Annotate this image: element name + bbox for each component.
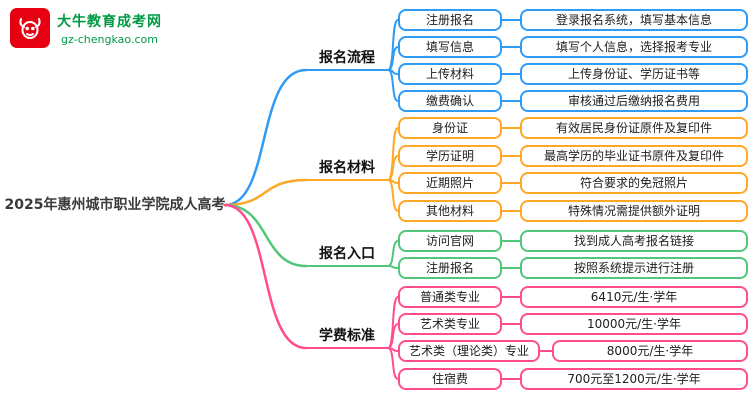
node-other-materials: 其他材料	[398, 200, 502, 222]
detail-art-theory-major-fee: 8000元/生·学年	[552, 340, 748, 362]
detail-register-signup: 登录报名系统，填写基本信息	[520, 9, 748, 31]
detail-visit-official-site: 找到成人高考报名链接	[520, 230, 748, 252]
bull-logo-icon	[10, 8, 50, 48]
node-diploma-proof: 学历证明	[398, 145, 502, 167]
node-id-card: 身份证	[398, 117, 502, 139]
site-logo: 大牛教育成考网 gz-chengkao.com	[10, 8, 162, 48]
detail-accommodation-fee: 700元至1200元/生·学年	[520, 368, 748, 390]
node-art-major: 艺术类专业	[398, 313, 502, 335]
detail-art-major-fee: 10000元/生·学年	[520, 313, 748, 335]
site-url: gz-chengkao.com	[61, 32, 158, 46]
node-accommodation-fee: 住宿费	[398, 368, 502, 390]
root-node: 2025年惠州城市职业学院成人高考	[4, 196, 226, 213]
detail-id-card: 有效居民身份证原件及复印件	[520, 117, 748, 139]
branch-tuition-standard: 学费标准	[319, 328, 375, 344]
site-name: 大牛教育成考网	[57, 13, 162, 30]
branch-registration-materials: 报名材料	[319, 160, 375, 176]
node-recent-photo: 近期照片	[398, 172, 502, 194]
branch-registration-entrance: 报名入口	[319, 246, 375, 262]
detail-upload-materials: 上传身份证、学历证书等	[520, 63, 748, 85]
detail-diploma-proof: 最高学历的毕业证书原件及复印件	[520, 145, 748, 167]
node-fill-info: 填写信息	[398, 36, 502, 58]
node-register-signup: 注册报名	[398, 9, 502, 31]
branch-registration-process: 报名流程	[319, 50, 375, 66]
node-general-major: 普通类专业	[398, 286, 502, 308]
node-visit-official-site: 访问官网	[398, 230, 502, 252]
detail-system-register: 按照系统提示进行注册	[520, 257, 748, 279]
detail-payment-confirm: 审核通过后缴纳报名费用	[520, 90, 748, 112]
node-art-theory-major: 艺术类（理论类）专业	[398, 340, 540, 362]
detail-other-materials: 特殊情况需提供额外证明	[520, 200, 748, 222]
node-payment-confirm: 缴费确认	[398, 90, 502, 112]
node-upload-materials: 上传材料	[398, 63, 502, 85]
detail-recent-photo: 符合要求的免冠照片	[520, 172, 748, 194]
detail-general-major-fee: 6410元/生·学年	[520, 286, 748, 308]
node-system-register: 注册报名	[398, 257, 502, 279]
detail-fill-info: 填写个人信息，选择报考专业	[520, 36, 748, 58]
